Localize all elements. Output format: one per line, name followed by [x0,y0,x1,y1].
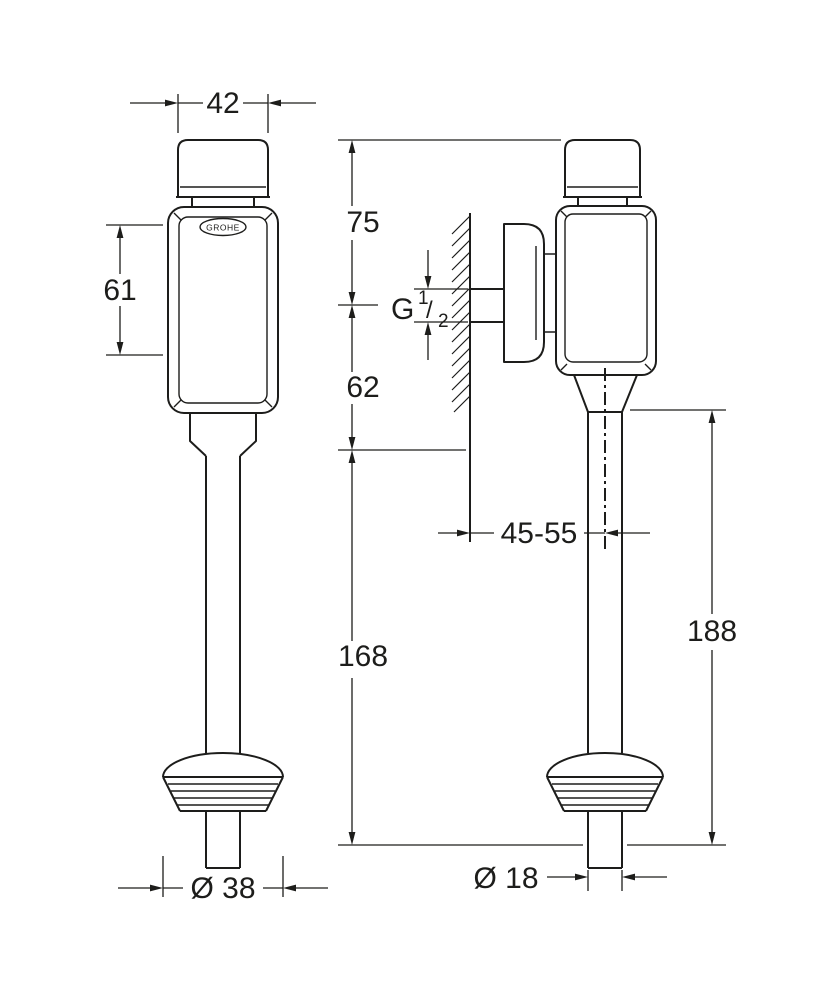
dimension-body-height: 61 [103,224,163,356]
grohe-logo-text: GROHE [206,223,240,233]
side-view-flush-valve [451,139,664,869]
dimension-thread-size: G 1 / 2 [391,250,468,360]
dim-label-outlet-length: 168 [338,640,388,673]
dimension-inlet-to-outlet: 62 [338,305,466,451]
dim-label-pipe-diameter: Ø 18 [473,862,538,895]
dimension-outlet-length: 168 [338,450,583,846]
front-push-cap [176,139,270,207]
grohe-logo: GROHE [199,217,247,237]
thread-label-slash: / [426,297,433,324]
thread-label-numerator: 1 [418,288,429,309]
inlet-stub [470,288,504,323]
dim-label-wall-distance: 45-55 [501,517,578,550]
dim-label-cap-width: 42 [206,87,239,120]
thread-label-prefix: G [391,293,414,326]
front-threaded-flange [162,752,284,869]
side-valve-body [555,205,657,376]
front-view-flush-valve: GROHE [162,139,284,869]
dim-label-top-to-inlet: 75 [346,206,379,239]
dim-label-inlet-to-outlet: 62 [346,371,379,404]
thread-label-denominator: 2 [438,311,449,332]
wall-rosette [503,223,556,363]
dimension-overall-length: 188 [627,409,737,846]
side-threaded-flange [546,752,664,869]
dim-label-overall-length: 188 [687,615,737,648]
dimension-cap-width: 42 [130,87,316,133]
front-outlet-pipe [189,413,257,753]
dimension-flange-diameter: Ø 38 [118,856,328,905]
dim-label-flange-diameter: Ø 38 [190,872,255,905]
side-outlet-pipe [573,374,638,753]
dim-label-body-height: 61 [103,274,136,307]
side-push-cap [563,139,642,206]
dimension-top-to-inlet: 75 [338,139,561,306]
dimension-pipe-diameter: Ø 18 [473,862,667,895]
dimension-wall-distance: 45-55 [438,517,650,550]
front-valve-body [167,206,279,414]
wall-hatching [451,215,471,413]
